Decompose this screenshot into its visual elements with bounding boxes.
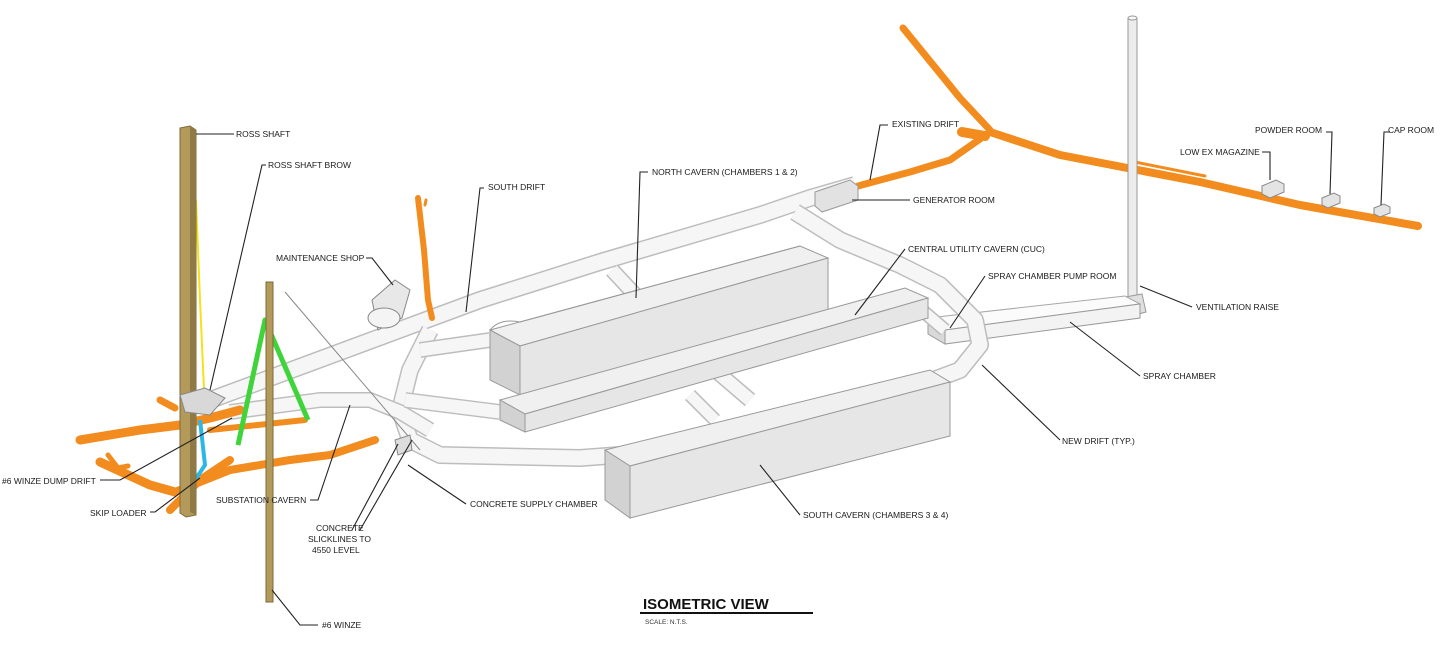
- labels: ROSS SHAFT ROSS SHAFT BROW SOUTH DRIFT M…: [2, 119, 1434, 630]
- ross-shaft-brow: [179, 387, 226, 416]
- north-cavern: [488, 245, 830, 396]
- concrete-slicklines: [284, 291, 421, 456]
- label-existing-drift: EXISTING DRIFT: [892, 119, 959, 129]
- label-skip-loader: SKIP LOADER: [90, 508, 147, 518]
- existing-lower-workings: [75, 396, 379, 514]
- label-south-cavern: SOUTH CAVERN (CHAMBERS 3 & 4): [803, 510, 948, 520]
- label-powder-room: POWDER ROOM: [1255, 125, 1322, 135]
- label-new-drift: NEW DRIFT (TYP.): [1062, 436, 1135, 446]
- label-ross-shaft: ROSS SHAFT: [236, 129, 290, 139]
- label-low-ex-magazine: LOW EX MAGAZINE: [1180, 147, 1260, 157]
- label-substation-cavern: SUBSTATION CAVERN: [216, 495, 306, 505]
- label-ventilation-raise: VENTILATION RAISE: [1196, 302, 1279, 312]
- label-cap-room: CAP ROOM: [1388, 125, 1434, 135]
- cap-room-box: [1373, 203, 1391, 218]
- drawing-title: ISOMETRIC VIEW: [643, 596, 770, 613]
- label-spray-chamber-pump-room: SPRAY CHAMBER PUMP ROOM: [988, 271, 1116, 281]
- winze-6: [265, 281, 274, 603]
- central-utility-cavern: [498, 287, 930, 433]
- label-concrete-slicklines-line3: 4550 LEVEL: [312, 545, 360, 555]
- label-winze-dump-drift: #6 WINZE DUMP DRIFT: [2, 476, 96, 486]
- generator-room: [814, 179, 859, 213]
- label-concrete-slicklines-line2: SLICKLINES TO: [308, 534, 371, 544]
- drawing-scale: SCALE: N.T.S.: [645, 619, 688, 626]
- label-south-drift: SOUTH DRIFT: [488, 182, 545, 192]
- leader-lines: [100, 124, 1390, 626]
- label-ross-shaft-brow: ROSS SHAFT BROW: [268, 160, 351, 170]
- powder-room-box: [1321, 192, 1341, 209]
- existing-drift-workings: [854, 24, 1422, 230]
- label-generator-room: GENERATOR ROOM: [913, 195, 995, 205]
- label-north-cavern: NORTH CAVERN (CHAMBERS 1 & 2): [652, 167, 798, 177]
- label-central-utility-cavern: CENTRAL UTILITY CAVERN (CUC): [908, 244, 1045, 254]
- label-spray-chamber: SPRAY CHAMBER: [1143, 371, 1216, 381]
- label-concrete-supply-chamber: CONCRETE SUPPLY CHAMBER: [470, 499, 598, 509]
- magazine-rooms: [1261, 179, 1391, 218]
- south-cavern: [603, 369, 952, 519]
- label-concrete-slicklines-line1: CONCRETE: [316, 523, 364, 533]
- label-winze-6: #6 WINZE: [322, 620, 362, 630]
- south-drift: [415, 195, 435, 321]
- winze-headframe: [193, 199, 311, 482]
- low-ex-magazine-box: [1261, 179, 1285, 199]
- label-maintenance-shop: MAINTENANCE SHOP: [276, 253, 365, 263]
- title-block: ISOMETRIC VIEW SCALE: N.T.S.: [640, 596, 813, 626]
- maintenance-shop: [367, 279, 411, 331]
- ross-shaft: [179, 125, 197, 518]
